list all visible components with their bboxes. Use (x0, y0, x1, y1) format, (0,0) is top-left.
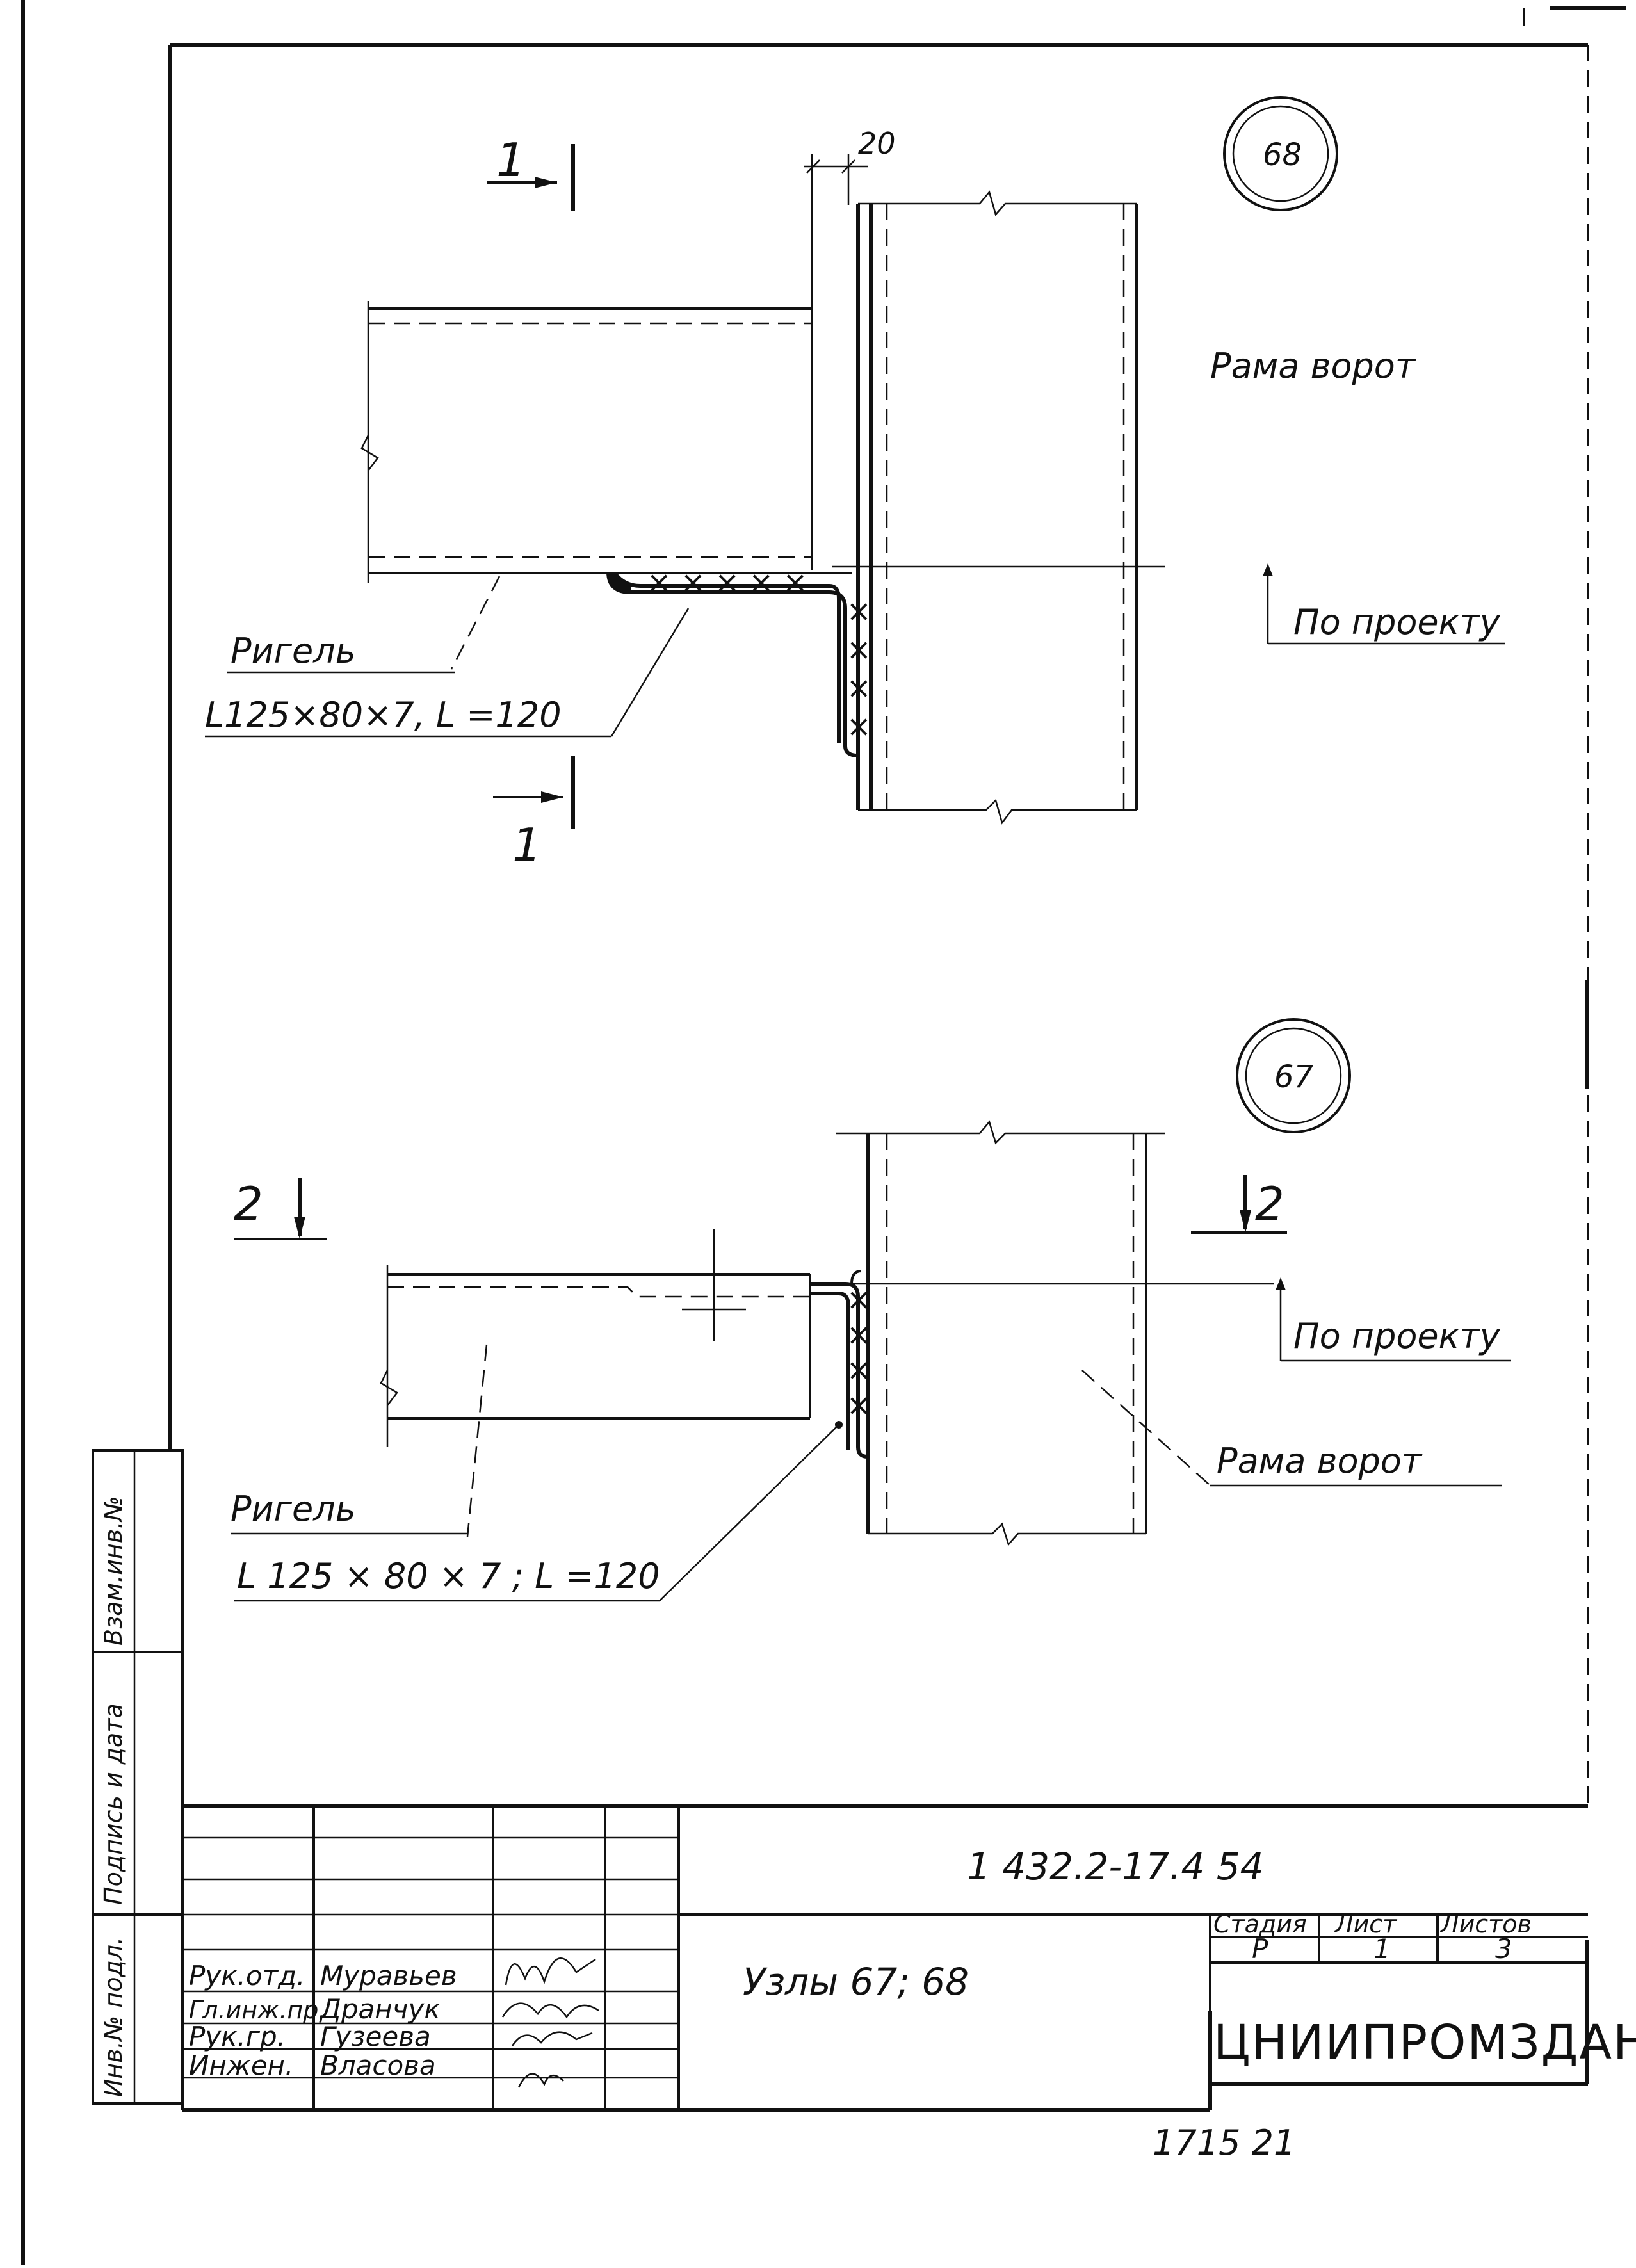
node-68-detail: 68 20 1 1 (205, 96, 1505, 872)
node-68-weld-symbols-vertical-2: × (846, 632, 871, 667)
node-67-project-label: По проекту (1293, 1316, 1501, 1356)
document-code: 1 432.2-17.4 54 (967, 1845, 1264, 1888)
node-68-weld-symbols-vertical-3: × (846, 670, 871, 705)
signatory-role-2: Гл.инж.пр. (189, 1996, 326, 2024)
node-67-number: 67 (1274, 1059, 1314, 1095)
node-68-project-label: По проекту (1293, 602, 1501, 642)
node-68-dimension-value: 20 (858, 126, 896, 161)
signatory-name-4: Власова (320, 2050, 436, 2081)
side-stamp-signature-date: Подпись и дата (99, 1703, 127, 1905)
node-67-column (810, 1120, 1274, 1546)
node-67-weld-symbols-1: × (846, 1282, 871, 1316)
node-67-section-label-right: 2 (1255, 1177, 1284, 1231)
stage-header: Стадия (1213, 1910, 1307, 1938)
sheet-frame (21, 0, 1626, 2265)
node-67-section-label-left: 2 (234, 1177, 263, 1231)
node-68-column (832, 190, 1165, 825)
signatory-role-4: Инжен. (189, 2050, 293, 2081)
node-68-section-mark-top: 1 (487, 133, 575, 211)
sheet-title: Узлы 67; 68 (743, 1960, 969, 2004)
side-stamp: Инв.№ подл. Подпись и дата Взам.инв.№ (92, 1449, 184, 2105)
node-67-beam-label: Ригель (231, 1489, 356, 1529)
node-67-weld-symbols-2: × (846, 1317, 871, 1352)
node-68-section-mark-bottom: 1 (493, 756, 575, 872)
signatory-name-1: Муравьев (320, 1960, 457, 1991)
node-68-section-label-bottom: 1 (512, 818, 542, 872)
node-67-weld-symbols-3: × (846, 1352, 871, 1387)
signature-scribbles (501, 1957, 599, 2088)
node-67-frame-label: Рама ворот (1217, 1441, 1423, 1481)
node-68-angle-spec: L125×80×7, L =120 (205, 695, 562, 735)
node-68-angle-clip: × × × × × × × × × (606, 565, 871, 757)
stage-value: Р (1252, 1933, 1268, 1964)
node-67-section-mark-left: 2 (234, 1177, 327, 1240)
signatory-name-2: Дранчук (319, 1993, 441, 2025)
node-67-detail: 67 2 2 (231, 1018, 1511, 1602)
node-67-badge: 67 (1236, 1018, 1351, 1133)
side-stamp-replacement-inv: Взам.инв.№ (99, 1496, 127, 1646)
node-68-weld-symbols-vertical-1: × (846, 594, 871, 628)
node-68-beam (360, 301, 852, 583)
signatory-role-3: Рук.гр. (189, 2021, 286, 2052)
node-68-badge: 68 (1223, 96, 1338, 211)
node-68-frame-label: Рама ворот (1210, 346, 1416, 386)
signatory-role-1: Рук.отд. (189, 1960, 305, 1991)
node-68-labels: Ригель L125×80×7, L =120 Рама ворот По п… (205, 346, 1505, 738)
node-67-beam (380, 1229, 811, 1447)
node-67-labels: Ригель L 125 × 80 × 7 ; L =120 Рама воро… (231, 1277, 1511, 1602)
node-67-weld-symbols-4: × (846, 1388, 871, 1422)
title-block: 1 432.2-17.4 54 Узлы 67; 68 Стадия Лист … (181, 1804, 1636, 2112)
signatory-name-3: Гузеева (320, 2021, 431, 2052)
sheets-header: Листов (1439, 1910, 1532, 1938)
sheets-value: 3 (1495, 1933, 1512, 1964)
node-67-angle-spec: L 125 × 80 × 7 ; L =120 (237, 1556, 660, 1596)
sheet-header: Лист (1334, 1910, 1398, 1938)
sheet-value: 1 (1373, 1933, 1391, 1964)
node-67-section-mark-right: 2 (1191, 1175, 1287, 1234)
footer-note: 1715 21 (1153, 2123, 1295, 2163)
node-68-weld-symbols-vertical-4: × (846, 709, 871, 743)
node-68-dimension: 20 (804, 126, 896, 570)
node-68-number: 68 (1263, 137, 1302, 173)
node-68-beam-label: Ригель (231, 631, 356, 671)
organization-name: ЦНИИПРОМЗДАНИЙ (1213, 2014, 1636, 2070)
node-68-weld-symbols-horizontal: × × × × × (647, 565, 807, 599)
node-67-angle-clip: × × × × (810, 1270, 871, 1459)
side-stamp-inv-no: Инв.№ подл. (99, 1937, 127, 2097)
node-68-section-label-top: 1 (496, 133, 526, 187)
